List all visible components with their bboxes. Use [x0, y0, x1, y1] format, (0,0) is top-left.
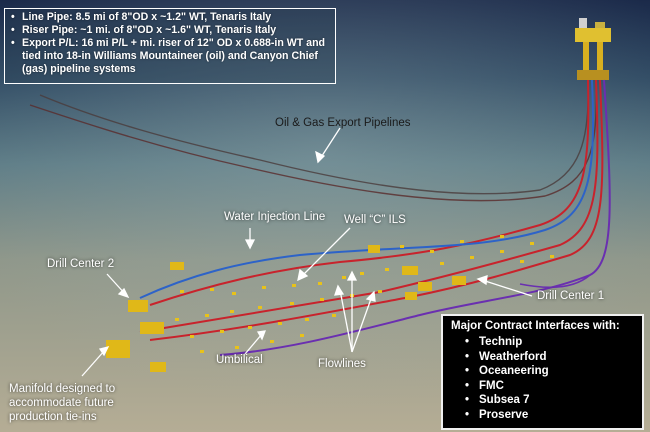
leader-arrows: [81, 127, 533, 377]
contract-item: FMC: [465, 379, 634, 394]
manifold-label-line-2: accommodate future: [9, 397, 114, 409]
equipment-marker: [400, 245, 404, 248]
contract-item: Weatherford: [465, 350, 634, 365]
equipment-marker: [292, 284, 296, 287]
equipment-marker: [278, 322, 282, 325]
platform: [575, 18, 611, 80]
equipment-marker: [530, 242, 534, 245]
equipment-marker: [318, 282, 322, 285]
equipment-marker: [230, 310, 234, 313]
equipment-marker: [180, 290, 184, 293]
umbilical-line: [219, 79, 611, 356]
contract-interfaces-list: Technip Weatherford Oceaneering FMC Subs…: [451, 335, 634, 422]
export-pipelines-label: Oil & Gas Export Pipelines: [275, 117, 411, 129]
equipment-marker: [290, 302, 294, 305]
drill-center-1-label: Drill Center 1: [537, 290, 605, 302]
contract-item: Proserve: [465, 408, 634, 423]
equipment-marker: [470, 256, 474, 259]
equipment-marker: [258, 306, 262, 309]
export-pipeline-2: [29, 79, 597, 202]
contract-interfaces-title: Major Contract Interfaces with:: [451, 320, 620, 332]
water-injection-label: Water Injection Line: [224, 211, 326, 223]
equipment-marker: [220, 330, 224, 333]
pipe-specs-box: Line Pipe: 8.5 mi of 8"OD x ~1.2" WT, Te…: [4, 8, 336, 84]
contract-item: Subsea 7: [465, 393, 634, 408]
equipment-marker: [342, 276, 346, 279]
equipment-marker: [190, 335, 194, 338]
drill-center-2-structures: [106, 262, 184, 372]
well-c-label: Well “C” ILS: [344, 214, 406, 226]
spec-line-pipe: Line Pipe: 8.5 mi of 8"OD x ~1.2" WT, Te…: [11, 11, 329, 24]
equipment-marker: [360, 272, 364, 275]
flowline-red-2: [139, 79, 599, 333]
equipment-marker: [262, 286, 266, 289]
manifold-label-line-3: production tie-ins: [9, 411, 97, 423]
export-pipeline-1: [39, 79, 589, 195]
equipment-marker: [520, 260, 524, 263]
subsea-equipment: [175, 235, 554, 353]
equipment-marker: [205, 314, 209, 317]
drill-center-1-structures: [368, 245, 466, 300]
contract-item: Oceaneering: [465, 364, 634, 379]
equipment-marker: [550, 255, 554, 258]
equipment-marker: [175, 318, 179, 321]
pipe-specs-list: Line Pipe: 8.5 mi of 8"OD x ~1.2" WT, Te…: [11, 11, 329, 76]
riser-blue: [139, 79, 595, 299]
equipment-marker: [332, 314, 336, 317]
manifold-label-line-1: Manifold designed to: [9, 383, 116, 395]
equipment-marker: [248, 326, 252, 329]
equipment-marker: [235, 346, 239, 349]
umbilical-branch: [519, 274, 591, 289]
equipment-marker: [385, 268, 389, 271]
equipment-marker: [270, 340, 274, 343]
equipment-marker: [500, 235, 504, 238]
flowlines-label: Flowlines: [318, 358, 366, 370]
equipment-marker: [430, 250, 434, 253]
contract-item: Technip: [465, 335, 634, 350]
spec-export-pl: Export P/L: 16 mi P/L + mi. riser of 12"…: [11, 37, 329, 76]
equipment-marker: [320, 298, 324, 301]
equipment-marker: [200, 350, 204, 353]
contract-interfaces-box: Major Contract Interfaces with: Technip …: [441, 314, 644, 430]
equipment-marker: [305, 318, 309, 321]
riser-red-1: [149, 79, 590, 306]
equipment-marker: [500, 250, 504, 253]
equipment-marker: [378, 290, 382, 293]
spec-riser-pipe: Riser Pipe: ~1 mi. of 8"OD x ~1.6" WT, T…: [11, 24, 329, 37]
umbilical-label: Umbilical: [216, 354, 263, 366]
equipment-marker: [232, 292, 236, 295]
drill-center-2-label: Drill Center 2: [47, 258, 115, 270]
equipment-marker: [210, 288, 214, 291]
equipment-marker: [460, 240, 464, 243]
equipment-marker: [440, 262, 444, 265]
equipment-marker: [300, 334, 304, 337]
